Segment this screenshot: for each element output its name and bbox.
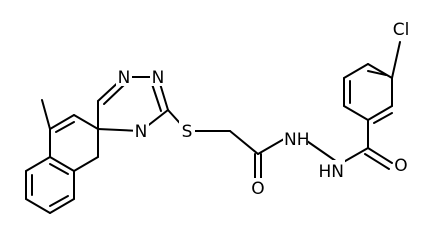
atom-n-triazole-2: N — [150, 66, 166, 88]
atom-o-carbonyl-2: O — [393, 154, 409, 176]
bond — [25, 198, 51, 214]
atom-o-carbonyl-1: O — [250, 178, 266, 199]
bond — [367, 147, 393, 164]
atom-labels: N N N S O NH HN O — [116, 18, 412, 199]
atom-s-thioether: S — [179, 120, 195, 142]
bond — [373, 112, 393, 124]
bond — [367, 70, 387, 76]
atom-label: N — [118, 68, 131, 88]
bond — [229, 130, 259, 155]
bond — [367, 105, 393, 121]
bond — [103, 84, 125, 105]
bond — [367, 63, 393, 79]
bond — [49, 195, 69, 207]
atom-label: N — [135, 122, 148, 142]
atom-label: N — [152, 68, 165, 88]
atom-cl: Cl — [390, 18, 412, 40]
atom-nh-hydrazide-a: NH — [283, 128, 310, 150]
atom-label: NH — [284, 130, 310, 150]
bond — [151, 83, 162, 112]
bond — [343, 105, 369, 121]
bond — [41, 99, 51, 130]
atom-n-fused: N — [133, 120, 149, 142]
atom-label: O — [394, 156, 407, 176]
atom-label: S — [182, 122, 193, 142]
bond — [25, 156, 51, 172]
bond — [49, 198, 75, 214]
bond — [55, 121, 75, 133]
bond — [303, 138, 341, 165]
bonds — [25, 41, 401, 214]
molecule-structure-diagram: N N N S O NH HN O — [25, 18, 412, 214]
bond — [49, 163, 69, 175]
atom-label: HN — [319, 162, 345, 182]
bond — [73, 114, 99, 130]
bond — [257, 138, 285, 155]
bond — [73, 156, 99, 172]
bond — [343, 63, 369, 79]
atom-label: Cl — [393, 20, 410, 40]
atom-hn-hydrazide-b: HN — [319, 160, 345, 182]
atom-n-triazole-1: N — [116, 66, 132, 88]
bond — [49, 114, 75, 130]
atom-label: O — [251, 179, 264, 199]
bond — [364, 153, 390, 170]
bond — [391, 41, 401, 79]
bond — [49, 156, 75, 172]
